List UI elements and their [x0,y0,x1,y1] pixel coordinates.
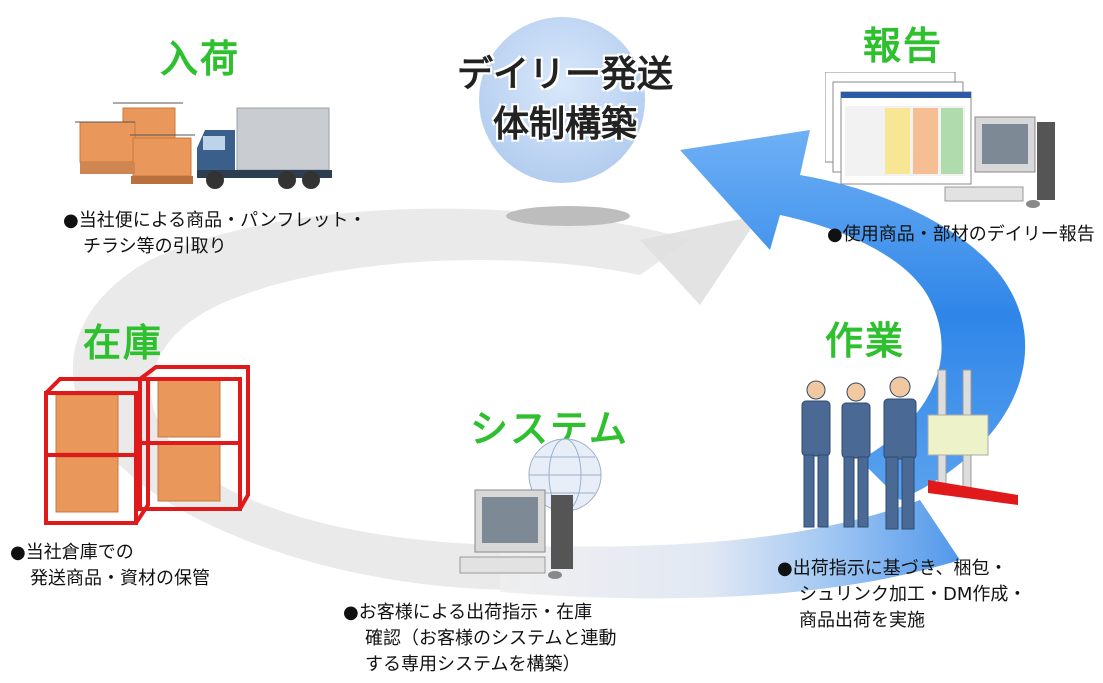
gray-ring [72,208,691,590]
sagyo-desc-line2: シュリンク加工・DM作成・ [799,584,1027,605]
nyuka-desc-line1: ●当社便による商品・パンフレット・ [63,210,367,231]
system-desc-line3: する専用システムを構築） [365,654,581,675]
system-desc-line1: ●お客様による出荷指示・在庫 [343,602,593,623]
zaiko-desc-line1: ●当社倉庫での [10,542,134,563]
nyuka-desc-line2: チラシ等の引取り [83,236,227,257]
zaiko-illustration [44,365,250,525]
system-illustration [459,438,602,579]
computer-icon [944,116,1055,208]
sagyo-desc: ●出荷指示に基づき、梱包・ シュリンク加工・DM作成・ 商品出荷を実施 [777,556,1026,634]
sagyo-desc-line3: 商品出荷を実施 [799,610,925,631]
zaiko-title: 在庫 [83,321,164,365]
center-shadow [506,206,630,226]
forklift-icon [927,369,1018,505]
system-desc-line2: 確認（お客様のシステムと連動 [365,628,617,649]
hokoku-desc-line1: ●使用商品・部材のデイリー報告 [827,224,1095,245]
zaiko-desc-line2: 発送商品・資材の保管 [30,568,210,589]
hokoku-illustration [825,72,1055,208]
rack-icon [44,365,250,525]
sagyo-title: 作業 [825,319,906,363]
sagyo-desc-line1: ●出荷指示に基づき、梱包・ [777,558,1008,579]
nyuka-illustration [75,102,332,189]
center-title: デイリー発送 体制構築 [430,50,700,150]
gray-arrow-head [640,215,760,305]
zaiko-desc: ●当社倉庫での 発送商品・資材の保管 [10,540,210,592]
workers-icon [801,376,917,530]
truck-icon [197,107,332,189]
sagyo-illustration [801,369,1018,530]
nyuka-desc: ●当社便による商品・パンフレット・ チラシ等の引取り [63,208,367,260]
center-title-line2: 体制構築 [492,104,637,145]
system-desc: ●お客様による出荷指示・在庫 確認（お客様のシステムと連動 する専用システムを構… [343,600,616,678]
nyuka-title: 入荷 [160,37,241,81]
report-sheets-icon [825,72,972,185]
center-title-line1: デイリー発送 [456,54,673,95]
hokoku-desc: ●使用商品・部材のデイリー報告 [827,222,1095,248]
boxes-icon [75,102,195,184]
hokoku-title: 報告 [863,24,944,68]
center-circle [479,17,645,183]
computer-icon [459,489,573,579]
